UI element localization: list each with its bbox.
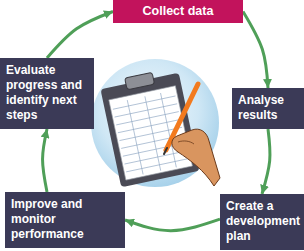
clipboard [99, 67, 199, 187]
pen-tip [164, 148, 167, 154]
cycle-arrow [243, 12, 268, 89]
step-label: Create a development plan [226, 199, 299, 244]
step-box: Improve and monitor performance [5, 192, 125, 248]
hand [172, 129, 220, 186]
clipboard-clip [125, 72, 155, 90]
step-label: Collect data [119, 4, 237, 19]
cycle-arrow [43, 129, 47, 192]
step-label: Analyse results [238, 93, 299, 123]
cycle-arrow [47, 12, 113, 59]
writing-hand [164, 84, 220, 186]
clipboard-board [100, 73, 199, 187]
paper-sheet [109, 86, 193, 180]
step-label: Evaluate progress and identify next step… [6, 63, 89, 123]
finger-line [178, 141, 194, 144]
cycle-arrow [262, 129, 270, 194]
step-box: Evaluate progress and identify next step… [0, 58, 94, 129]
step-label: Improve and monitor performance [11, 197, 120, 242]
background-circle [91, 59, 219, 187]
step-box: Create a development plan [220, 194, 304, 250]
paper-grid [112, 90, 190, 178]
cycle-arrow [125, 219, 220, 230]
step-box: Analyse results [232, 88, 304, 129]
step-box-start: Collect data [113, 0, 243, 23]
